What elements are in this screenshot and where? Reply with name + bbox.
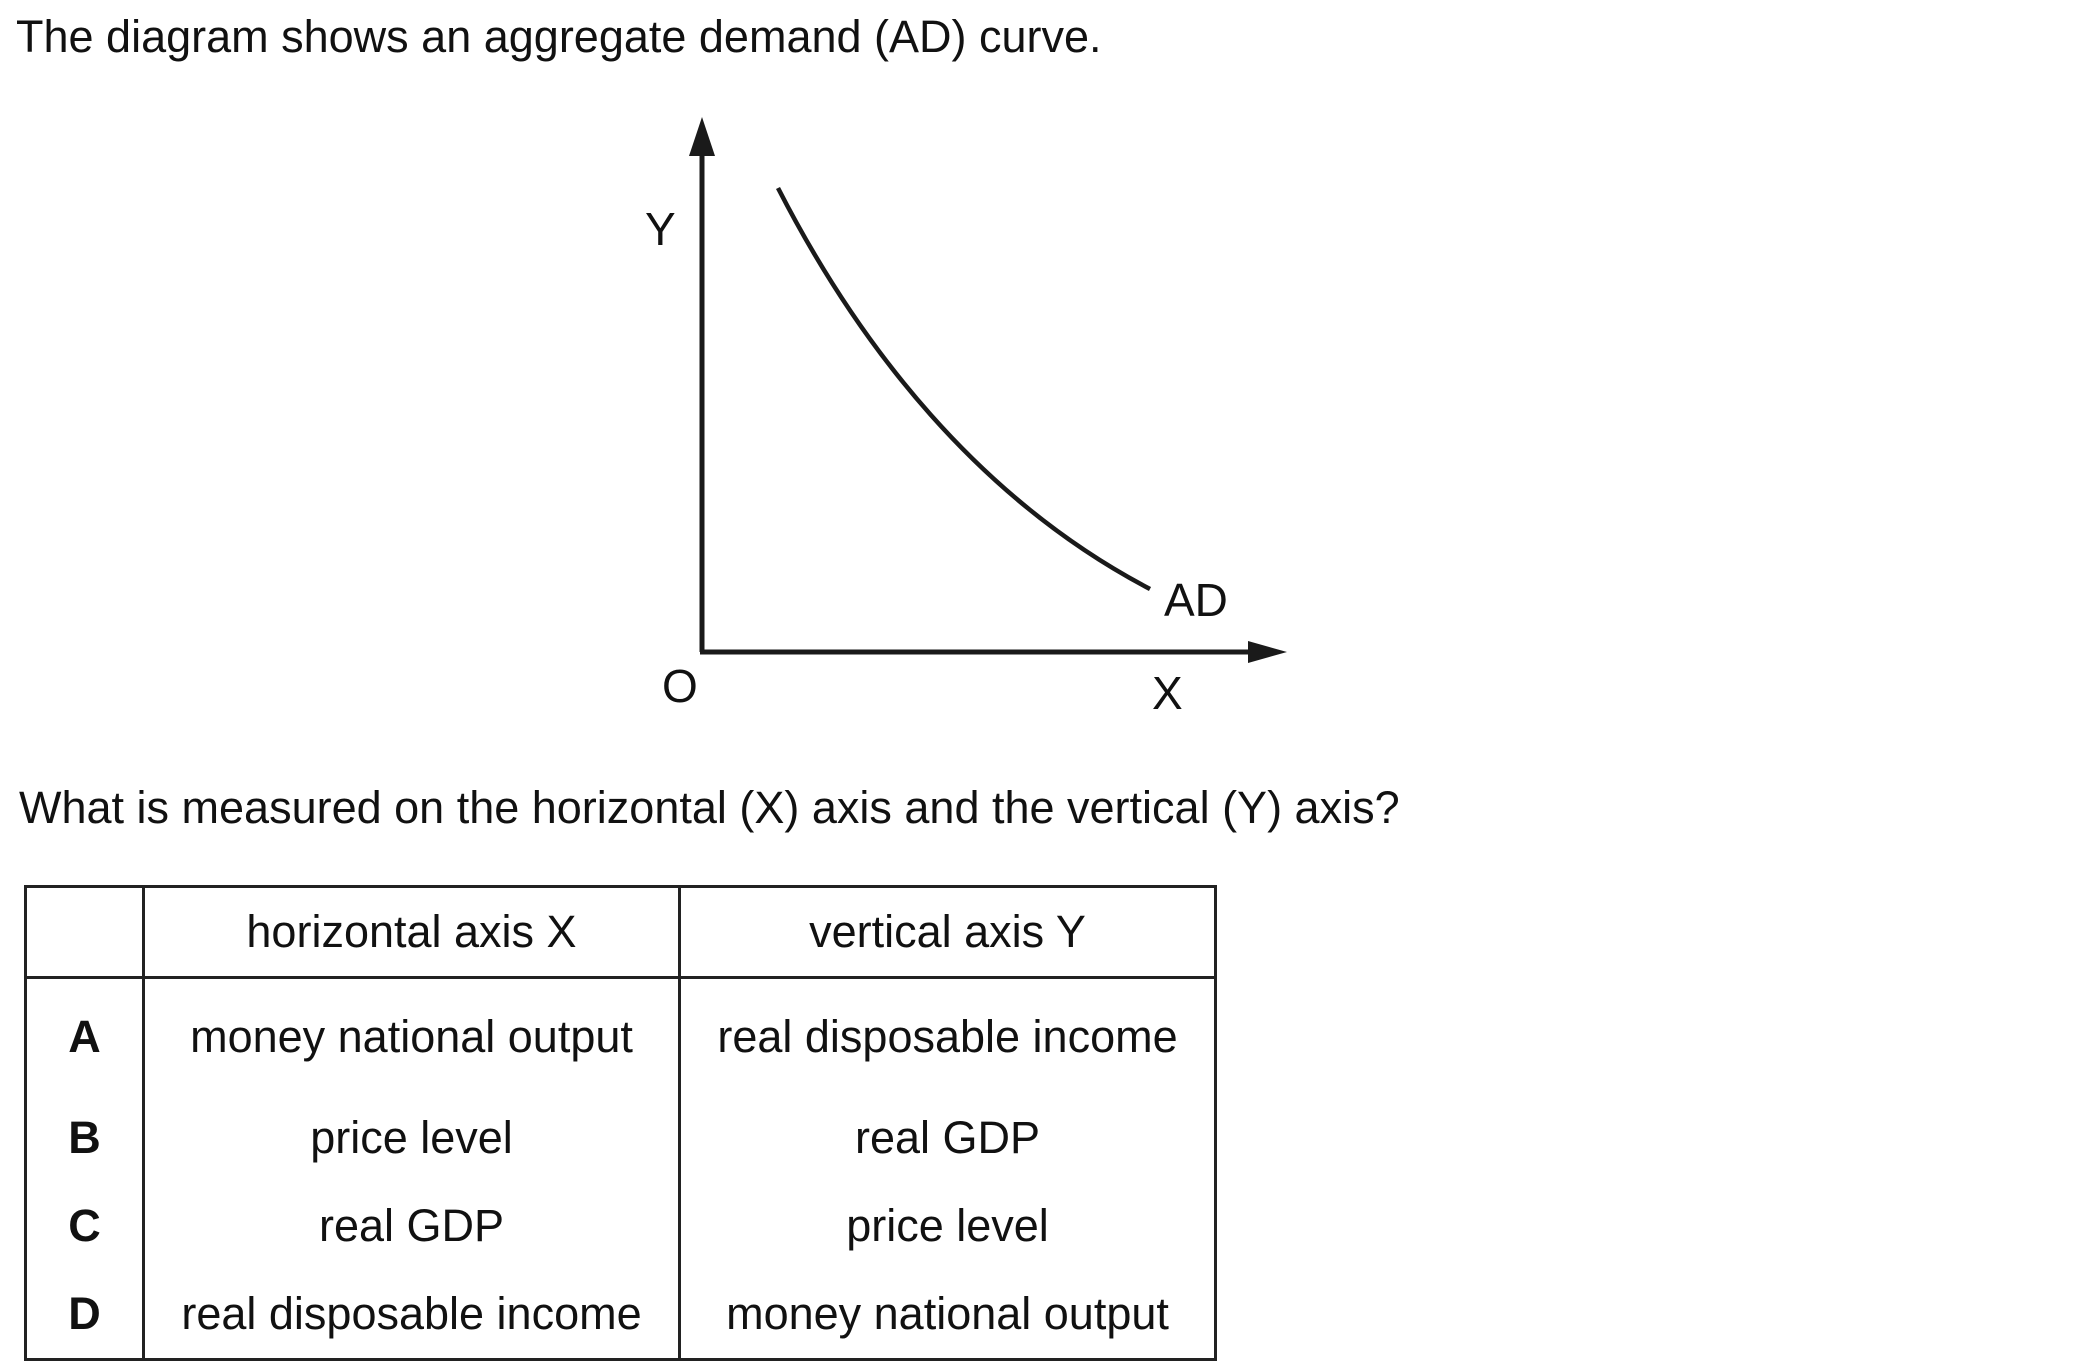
header-blank-cell xyxy=(24,885,145,979)
option-x-value: price level xyxy=(142,1094,681,1182)
option-row-b: B price level real GDP xyxy=(24,1094,1217,1182)
header-horizontal-axis: horizontal axis X xyxy=(142,885,681,979)
option-letter: B xyxy=(24,1094,145,1182)
option-y-value: real GDP xyxy=(678,1094,1217,1182)
ad-curve-label: AD xyxy=(1164,574,1228,626)
option-x-value: real disposable income xyxy=(142,1270,681,1361)
option-y-value: real disposable income xyxy=(678,977,1217,1094)
intro-text: The diagram shows an aggregate demand (A… xyxy=(16,11,1102,62)
x-axis-label: X xyxy=(1152,667,1183,719)
origin-label: O xyxy=(662,660,698,712)
answer-options-table: horizontal axis X vertical axis Y A mone… xyxy=(24,885,1217,1361)
option-letter: C xyxy=(24,1182,145,1270)
option-x-value: real GDP xyxy=(142,1182,681,1270)
ad-diagram: Y O X AD xyxy=(645,117,1287,719)
option-x-value: money national output xyxy=(142,977,681,1094)
y-axis-label: Y xyxy=(645,203,676,255)
option-row-d: D real disposable income money national … xyxy=(24,1270,1217,1361)
option-letter: A xyxy=(24,977,145,1094)
option-y-value: price level xyxy=(678,1182,1217,1270)
ad-curve xyxy=(775,186,1152,591)
x-axis-arrowhead xyxy=(1248,641,1287,663)
header-vertical-axis: vertical axis Y xyxy=(678,885,1217,979)
option-row-a: A money national output real disposable … xyxy=(24,977,1217,1094)
option-row-c: C real GDP price level xyxy=(24,1182,1217,1270)
question-text: What is measured on the horizontal (X) a… xyxy=(19,782,1400,833)
option-y-value: money national output xyxy=(678,1270,1217,1361)
table-header-row: horizontal axis X vertical axis Y xyxy=(24,885,1217,979)
option-letter: D xyxy=(24,1270,145,1361)
y-axis-arrowhead xyxy=(689,117,715,156)
